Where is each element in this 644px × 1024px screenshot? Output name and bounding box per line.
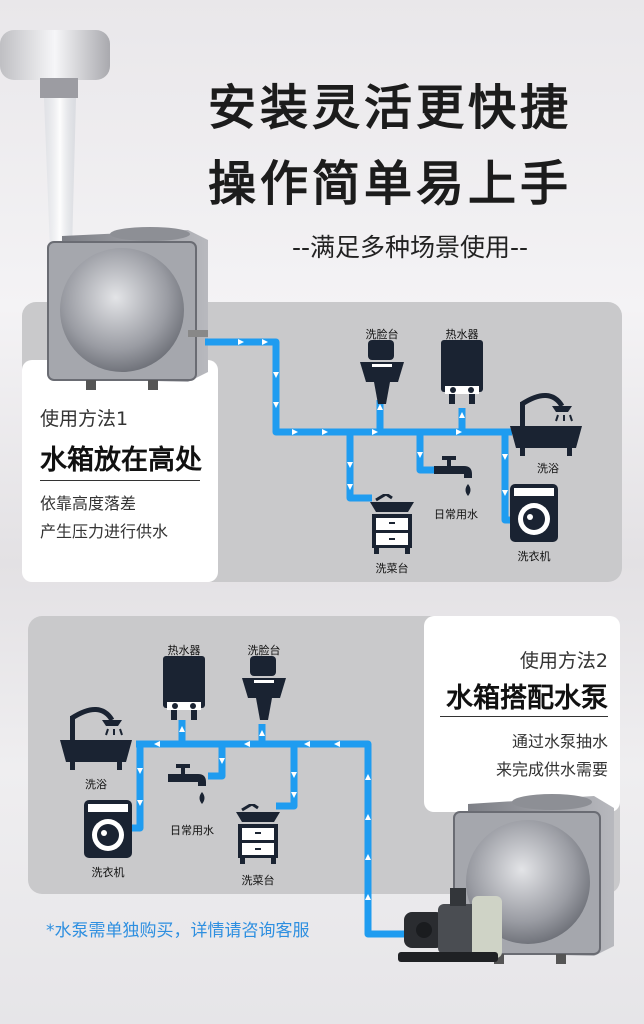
shower-label-2: 洗浴 <box>85 778 107 791</box>
method1-tag: 使用方法1 <box>40 408 129 430</box>
method2-desc-line1: 通过水泵抽水 <box>511 732 608 751</box>
water-tank-1 <box>47 227 208 390</box>
method1-desc-line1: 依靠高度落差 <box>40 494 137 513</box>
tap-icon <box>168 764 206 804</box>
washbasin-icon <box>360 340 404 404</box>
method2-desc-line2: 来完成供水需要 <box>495 760 608 779</box>
water-heater-label-2: 热水器 <box>167 644 201 657</box>
washing-machine-icon <box>510 484 558 542</box>
subtitle: --满足多种场景使用-- <box>291 233 529 262</box>
method2-divider <box>440 716 608 717</box>
shower-label-1: 洗浴 <box>537 462 559 475</box>
headline-line2: 操作简单易上手 <box>207 156 572 212</box>
daily-water-label-1: 日常用水 <box>434 508 478 521</box>
washing-machine-label-2: 洗衣机 <box>91 866 125 879</box>
washing-machine-label-1: 洗衣机 <box>517 550 551 563</box>
faucet-water-illustration <box>0 30 110 250</box>
washing-machine-icon <box>84 800 132 858</box>
shower-bathtub-icon <box>510 393 582 456</box>
sink-cabinet-label-2: 洗菜台 <box>241 874 275 887</box>
method2-title: 水箱搭配水泵 <box>446 683 608 714</box>
sink-cabinet-icon <box>370 494 414 554</box>
method2-card <box>424 616 620 812</box>
water-heater-icon <box>163 656 205 720</box>
washbasin-label-2: 洗脸台 <box>247 644 281 657</box>
headline-line1: 安装灵活更快捷 <box>207 80 572 136</box>
water-heater-label-1: 热水器 <box>445 328 479 341</box>
tap-icon <box>434 456 472 496</box>
method1-card <box>22 360 218 582</box>
method1-divider <box>40 480 200 481</box>
shower-bathtub-icon <box>60 707 132 770</box>
sink-cabinet-label-1: 洗菜台 <box>375 562 409 575</box>
pump-purchase-note: *水泵需单独购买，详情请咨询客服 <box>46 921 310 941</box>
method1-desc-line2: 产生压力进行供水 <box>40 522 169 541</box>
water-pump-illustration <box>398 888 502 962</box>
daily-water-label-2: 日常用水 <box>170 824 214 837</box>
method1-title: 水箱放在高处 <box>40 445 202 476</box>
washbasin-icon <box>242 656 286 720</box>
water-heater-icon <box>441 340 483 404</box>
washbasin-label-1: 洗脸台 <box>365 328 399 341</box>
method2-tag: 使用方法2 <box>519 650 608 672</box>
sink-cabinet-icon <box>236 804 280 864</box>
